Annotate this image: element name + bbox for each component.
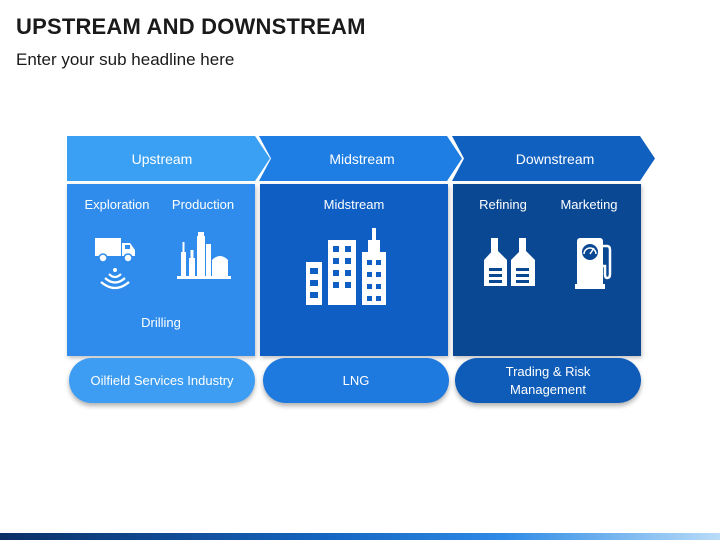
label-production: Production [171,197,235,212]
label-midstream: Midstream [323,197,385,212]
arrow-downstream-label: Downstream [515,150,595,167]
page-subtitle: Enter your sub headline here [16,50,235,69]
pill-lng: LNG [263,358,449,403]
arrow-midstream-label: Midstream [329,150,395,167]
arrow-midstream: Midstream [259,136,464,181]
label-refining: Refining [479,197,527,212]
pill-oilfield-services: Oilfield Services Industry [69,358,255,403]
label-exploration: Exploration [84,197,150,212]
page-title: UPSTREAM AND DOWNSTREAM [16,14,366,39]
panel-downstream: Refining Marketing [453,184,641,356]
panel-midstream: Midstream [260,184,448,356]
truck-signal-icon [93,234,139,299]
arrow-upstream: Upstream [67,136,272,181]
panel-upstream: Exploration Production Drilling [67,184,255,356]
city-buildings-icon [304,226,390,311]
footer-gradient-bar [0,533,720,540]
arrow-downstream: Downstream [452,136,657,181]
label-drilling: Drilling [141,315,181,330]
label-marketing: Marketing [560,197,618,212]
arrow-upstream-label: Upstream [131,150,193,167]
pill-trading-risk: Trading & Risk Management [455,358,641,403]
fuel-pump-icon [575,236,615,295]
factory-icon [483,236,537,293]
refinery-towers-icon [177,230,231,285]
